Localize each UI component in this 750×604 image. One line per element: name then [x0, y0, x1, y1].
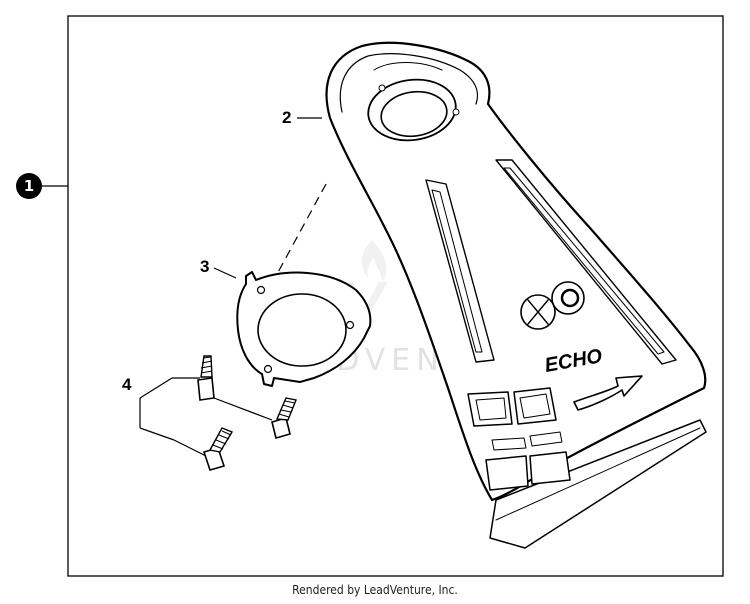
- shaft-hole-inner: [380, 90, 448, 138]
- guard-slot-left: [425, 179, 495, 363]
- guard-vent: [485, 455, 529, 491]
- diagram-frame: [67, 15, 724, 577]
- assembly-badge-number: 1: [24, 177, 34, 195]
- screw: [197, 355, 215, 401]
- guard-rim: [489, 419, 707, 549]
- rotation-symbol: [551, 281, 585, 315]
- plate-part: [236, 271, 372, 387]
- render-credit: Rendered by LeadVenture, Inc.: [292, 583, 458, 597]
- rotation-arrow: [573, 375, 643, 411]
- guard-vent: [513, 387, 557, 425]
- guard-body: [325, 41, 707, 502]
- guard-vent: [529, 451, 571, 485]
- callout-4: 4: [122, 375, 132, 394]
- assembly-line: [275, 183, 327, 277]
- callout-4-bracket: [139, 377, 273, 457]
- assembly-badge: [16, 173, 42, 199]
- plate-hole: [257, 293, 347, 367]
- guard-part: [325, 41, 707, 549]
- callout-3: 3: [200, 257, 209, 276]
- screw: [271, 397, 297, 439]
- callout-3-leader: [213, 267, 237, 279]
- callout-2: 2: [282, 108, 291, 127]
- screw: [202, 427, 234, 471]
